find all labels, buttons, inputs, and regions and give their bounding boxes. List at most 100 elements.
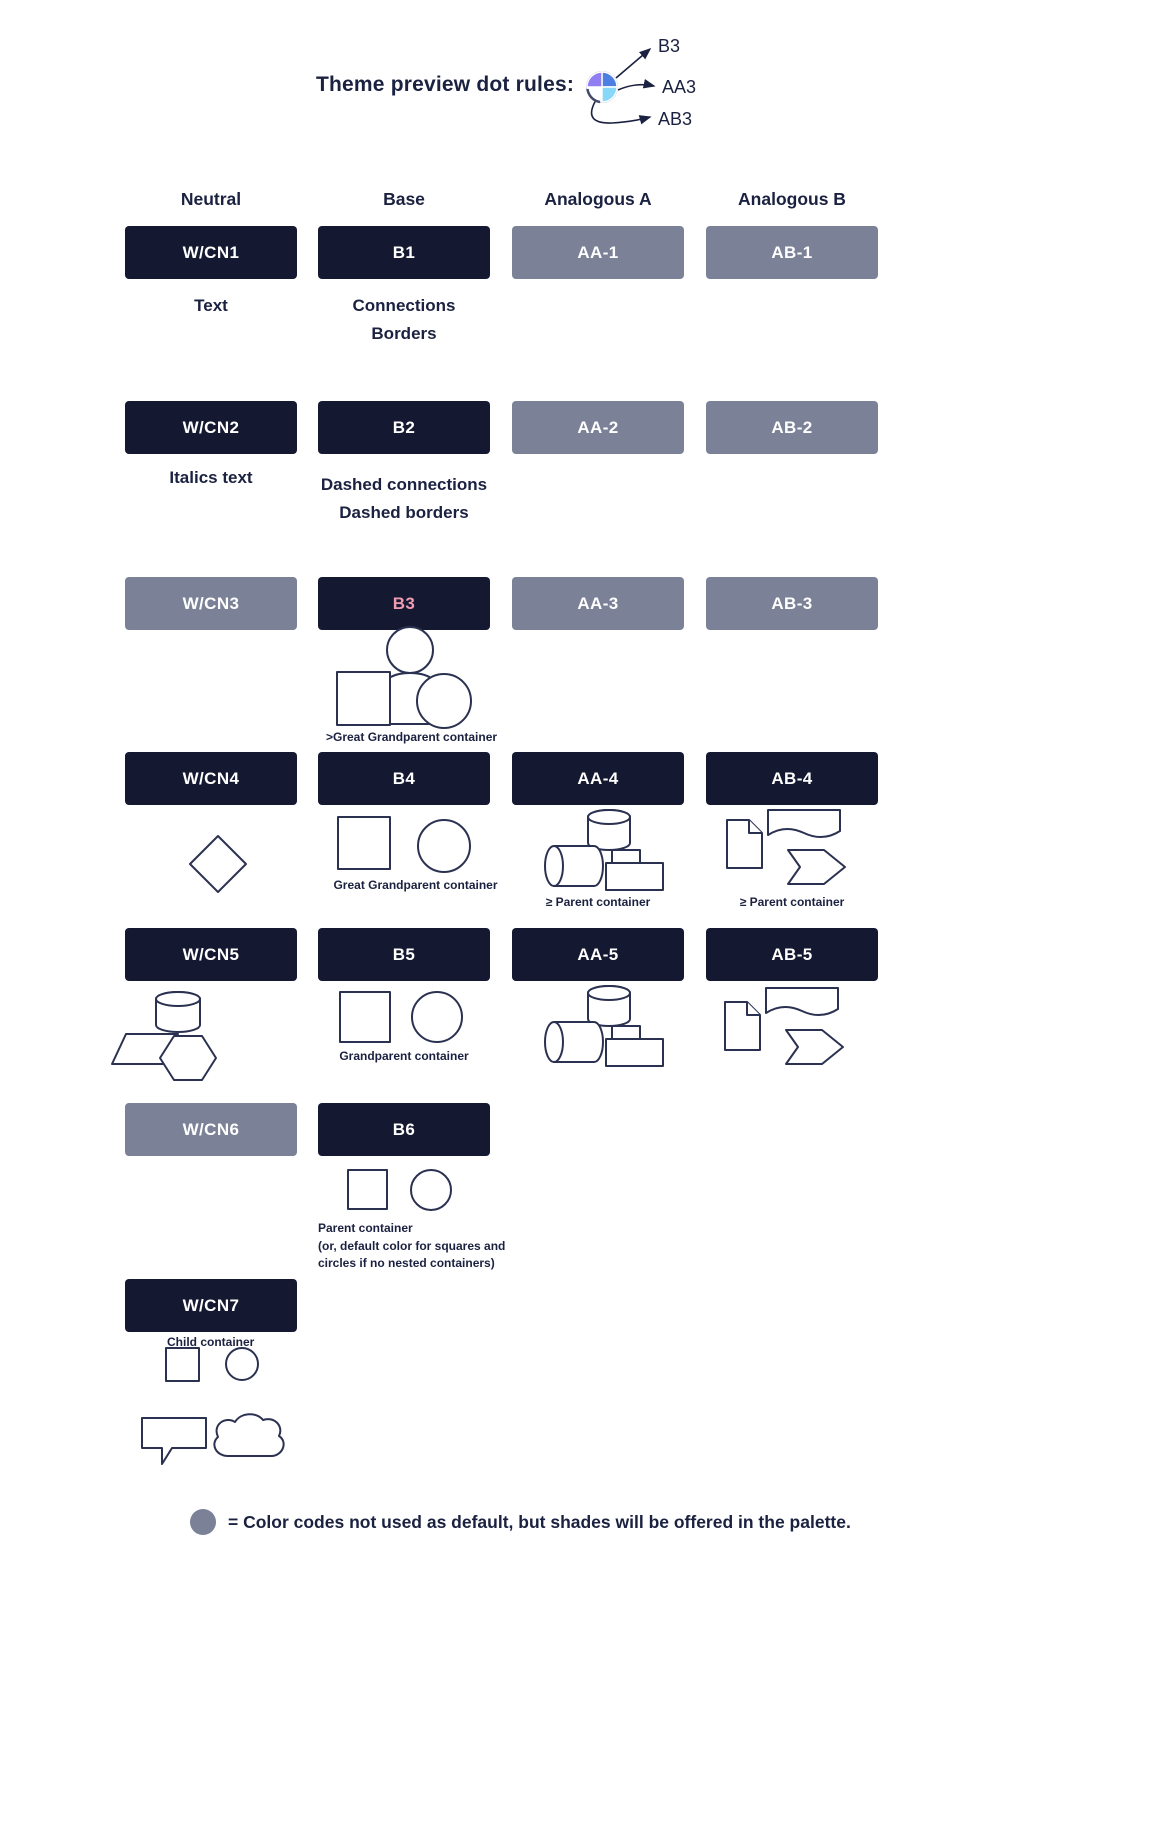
arrow-to-aa3 [617, 79, 656, 91]
caption-wcn7-shapes: Child container [167, 1335, 255, 1349]
pill-wcn4-label: W/CN4 [182, 768, 240, 788]
arrow-to-ab3 [590, 99, 652, 125]
pill-ab1-label: AB-1 [771, 242, 813, 262]
banner-shape [767, 809, 841, 838]
circle-shape [225, 1347, 259, 1381]
column-header-analogous-a: Analogous A [544, 189, 652, 209]
diamond-shape [189, 835, 247, 893]
arrow-to-b3 [615, 47, 652, 79]
square-shape [347, 1169, 388, 1210]
column-header-analogous-b: Analogous B [738, 189, 846, 209]
circle-shape [417, 819, 471, 873]
square-shape [336, 671, 391, 726]
b6-shape-group [347, 1169, 452, 1211]
pill-ab5[interactable]: AB-5 [706, 928, 878, 981]
theme-preview-dot-diagram [586, 47, 656, 125]
pill-aa3-label: AA-3 [577, 593, 619, 613]
caption-b4-shapes: Great Grandparent container [333, 878, 498, 892]
document-fold-shape [748, 820, 762, 834]
folder-tab-shape [611, 1025, 641, 1041]
square-shape [165, 1347, 200, 1382]
pill-wcn3[interactable]: W/CN3 [125, 577, 297, 630]
circle-shape [416, 673, 472, 729]
pill-wcn2[interactable]: W/CN2 [125, 401, 297, 454]
pill-b3[interactable]: B3 [318, 577, 490, 630]
hexagon-shape [159, 1035, 217, 1081]
caption-italics-text: Italics text [169, 468, 253, 487]
dot-segment-blue [601, 71, 618, 88]
pill-ab3-label: AB-3 [771, 593, 813, 613]
wcn4-shape-group [189, 835, 247, 893]
caption-text: Text [194, 296, 228, 315]
pill-wcn7-label: W/CN7 [182, 1295, 240, 1315]
cloud-shape [213, 1413, 285, 1457]
caption-connections: Connections [352, 296, 456, 315]
caption-b6-line2: (or, default color for squares and circl… [318, 1239, 506, 1270]
pill-wcn3-label: W/CN3 [182, 593, 240, 613]
pill-b5[interactable]: B5 [318, 928, 490, 981]
pill-aa1-label: AA-1 [577, 242, 619, 262]
horizontal-cylinder-cap-shape [544, 1021, 564, 1063]
caption-b3-shapes: >Great Grandparent container [326, 730, 498, 744]
b5-shape-group [339, 991, 463, 1043]
pill-ab2-label: AB-2 [771, 417, 813, 437]
caption-b5-shapes: Grandparent container [339, 1049, 469, 1063]
document-shape [724, 1001, 761, 1051]
dot-label-b3: B3 [658, 36, 681, 56]
aa4-shape-group [544, 809, 664, 891]
wcn7-shape-group-2 [141, 1413, 285, 1465]
pill-ab4-label: AB-4 [771, 768, 813, 788]
b4-shape-group [337, 816, 471, 873]
document-shape [726, 819, 763, 869]
caption-ab4-shapes: ≥ Parent container [739, 895, 845, 909]
pill-wcn4[interactable]: W/CN4 [125, 752, 297, 805]
speech-bubble-shape [141, 1417, 207, 1465]
pill-wcn1-label: W/CN1 [182, 242, 240, 262]
pill-b1[interactable]: B1 [318, 226, 490, 279]
caption-b6-line1: Parent container [318, 1221, 413, 1235]
pill-ab1[interactable]: AB-1 [706, 226, 878, 279]
pill-b1-label: B1 [392, 242, 416, 262]
pill-b6-label: B6 [392, 1119, 416, 1139]
pill-ab3[interactable]: AB-3 [706, 577, 878, 630]
horizontal-cylinder-cap-shape [544, 845, 564, 887]
pill-aa5[interactable]: AA-5 [512, 928, 684, 981]
caption-dashed-connections: Dashed connections [320, 475, 488, 494]
circle-shape [410, 1169, 452, 1211]
dot-label-ab3: AB3 [658, 109, 693, 129]
pill-aa4-label: AA-4 [577, 768, 619, 788]
horizontal-cylinder-shape [553, 1021, 604, 1063]
pill-wcn6[interactable]: W/CN6 [125, 1103, 297, 1156]
pill-wcn1[interactable]: W/CN1 [125, 226, 297, 279]
aa5-shape-group [544, 985, 664, 1067]
dot-label-aa3: AA3 [662, 77, 697, 97]
b3-shape-group [336, 626, 472, 729]
chevron-shape [785, 1029, 844, 1065]
pill-wcn5-label: W/CN5 [182, 944, 240, 964]
pill-b2[interactable]: B2 [318, 401, 490, 454]
wcn5-shape-group [111, 991, 217, 1081]
pill-b4-label: B4 [392, 768, 416, 788]
pill-aa5-label: AA-5 [577, 944, 619, 964]
pill-b4[interactable]: B4 [318, 752, 490, 805]
pill-ab5-label: AB-5 [771, 944, 813, 964]
legend-color-dot [190, 1509, 216, 1535]
pill-aa2[interactable]: AA-2 [512, 401, 684, 454]
pill-aa3[interactable]: AA-3 [512, 577, 684, 630]
pill-b6[interactable]: B6 [318, 1103, 490, 1156]
pill-wcn5[interactable]: W/CN5 [125, 928, 297, 981]
column-header-base: Base [383, 189, 425, 209]
pill-ab4[interactable]: AB-4 [706, 752, 878, 805]
caption-aa4-shapes: ≥ Parent container [545, 895, 651, 909]
cylinder-top-shape [155, 991, 201, 1007]
pill-wcn7[interactable]: W/CN7 [125, 1279, 297, 1332]
pill-ab2[interactable]: AB-2 [706, 401, 878, 454]
pill-aa1[interactable]: AA-1 [512, 226, 684, 279]
pill-aa2-label: AA-2 [577, 417, 619, 437]
pill-wcn6-label: W/CN6 [182, 1119, 240, 1139]
column-header-neutral: Neutral [180, 189, 242, 209]
banner-shape [765, 987, 839, 1016]
pill-aa4[interactable]: AA-4 [512, 752, 684, 805]
dot-segment-lightblue [601, 86, 618, 103]
legend-text: = Color codes not used as default, but s… [228, 1512, 851, 1532]
